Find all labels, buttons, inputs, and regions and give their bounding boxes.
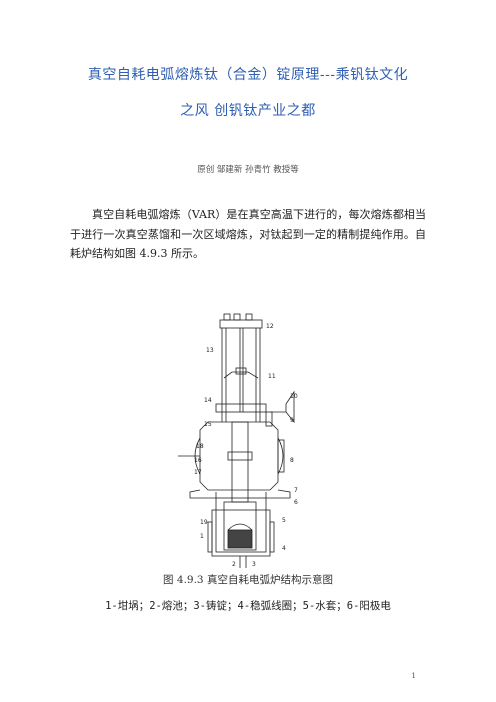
label-7: 7 — [294, 487, 298, 494]
label-11: 11 — [268, 373, 276, 380]
label-17: 17 — [194, 469, 202, 476]
label-2: 2 — [232, 561, 236, 568]
label-16: 16 — [194, 457, 202, 464]
label-1: 1 — [200, 533, 204, 540]
label-9: 9 — [290, 417, 294, 424]
label-19: 19 — [200, 519, 208, 526]
label-15: 15 — [204, 421, 212, 428]
label-10: 10 — [290, 393, 298, 400]
figure-legend: 1-坩埚；2-熔池；3-铸锭；4-稳弧线圈；5-水套；6-阳极电 — [105, 600, 391, 612]
label-4: 4 — [282, 545, 286, 552]
author-line: 原创 邹建新 孙青竹 教授等 — [197, 165, 299, 175]
label-5: 5 — [282, 517, 286, 524]
label-6: 6 — [294, 499, 298, 506]
furnace-diagram: 12 13 11 14 10 9 15 18 8 16 17 7 6 5 19 … — [178, 313, 298, 568]
label-13: 13 — [206, 347, 214, 354]
label-8: 8 — [290, 457, 294, 464]
document-title-line2: 之风 创钒钛产业之都 — [180, 103, 316, 119]
figure-caption: 图 4.9.3 真空自耗电弧炉结构示意图 — [163, 574, 333, 586]
document-title-line1: 真空自耗电弧熔炼钛（合金）锭原理---乘钒钛文化 — [87, 67, 409, 83]
body-paragraph: 真空自耗电弧熔炼（VAR）是在真空高温下进行的，每次熔炼都相当于进行一次真空蒸馏… — [70, 208, 426, 260]
page-number: 1 — [411, 672, 416, 680]
label-3: 3 — [252, 561, 256, 568]
label-12: 12 — [266, 323, 274, 330]
label-18: 18 — [196, 443, 204, 450]
label-14: 14 — [204, 397, 212, 404]
